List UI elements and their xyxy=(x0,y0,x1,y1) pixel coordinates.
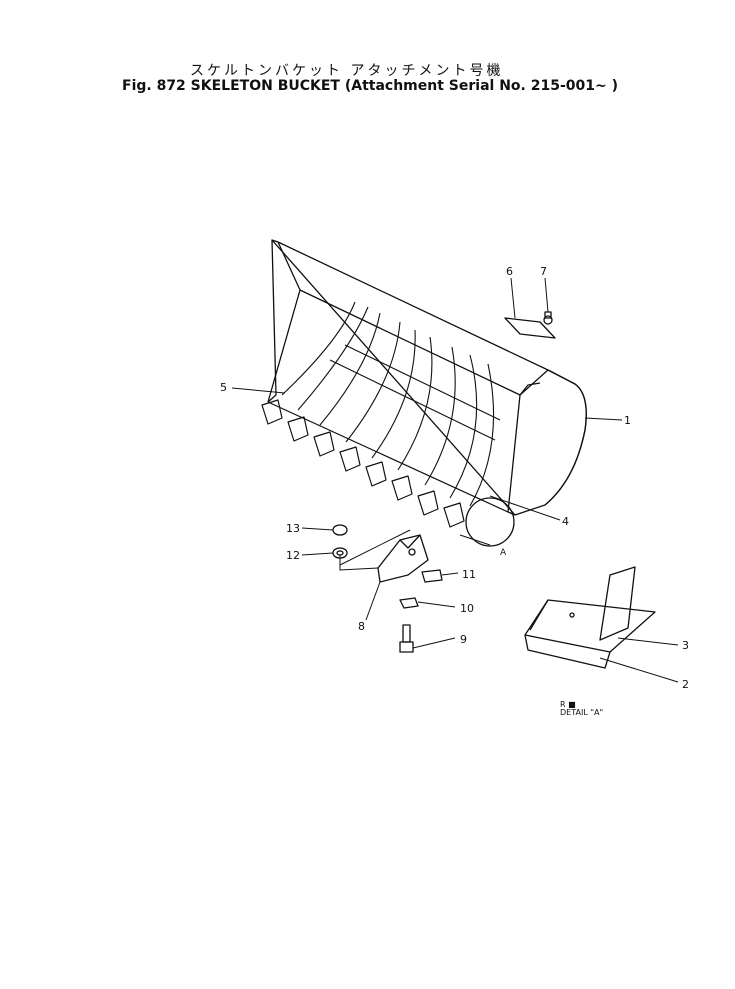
part-number-1: 1 xyxy=(624,414,631,427)
part-number-9: 9 xyxy=(460,633,467,646)
detail-a-callout-circle xyxy=(465,497,515,547)
part-number-3: 3 xyxy=(682,639,689,652)
part-9-bolt xyxy=(399,624,414,653)
bucket-body xyxy=(267,239,587,516)
figure-title-english: Fig. 872 SKELETON BUCKET (Attachment Ser… xyxy=(122,78,618,94)
detail-marks: R ■ xyxy=(560,700,576,709)
detail-callout-letter: A xyxy=(500,548,507,558)
part-number-6: 6 xyxy=(506,265,513,278)
detail-a-view xyxy=(524,566,656,669)
bucket-ribs xyxy=(281,301,501,507)
part-number-11: 11 xyxy=(462,568,476,581)
leader-lines xyxy=(231,277,679,683)
bucket-teeth xyxy=(261,399,509,528)
part-11-lock xyxy=(421,569,443,583)
part-number-4: 4 xyxy=(562,515,569,528)
part-number-12: 12 xyxy=(286,549,300,562)
figure-title-japanese: スケルトンバケット アタッチメント号機 xyxy=(190,63,504,79)
part-number-13: 13 xyxy=(286,522,300,535)
part-10-retainer xyxy=(399,597,419,609)
part-number-10: 10 xyxy=(460,602,474,615)
part-number-2: 2 xyxy=(682,678,689,691)
part-7-bolt xyxy=(543,311,553,325)
part-number-7: 7 xyxy=(540,265,547,278)
part-number-5: 5 xyxy=(220,381,227,394)
part-number-8: 8 xyxy=(358,620,365,633)
detail-label: DETAIL "A" xyxy=(560,708,604,717)
part-13-nut xyxy=(332,524,348,536)
part-6-plate xyxy=(504,317,556,339)
detail-a-caption: R ■ DETAIL "A" xyxy=(560,701,603,717)
